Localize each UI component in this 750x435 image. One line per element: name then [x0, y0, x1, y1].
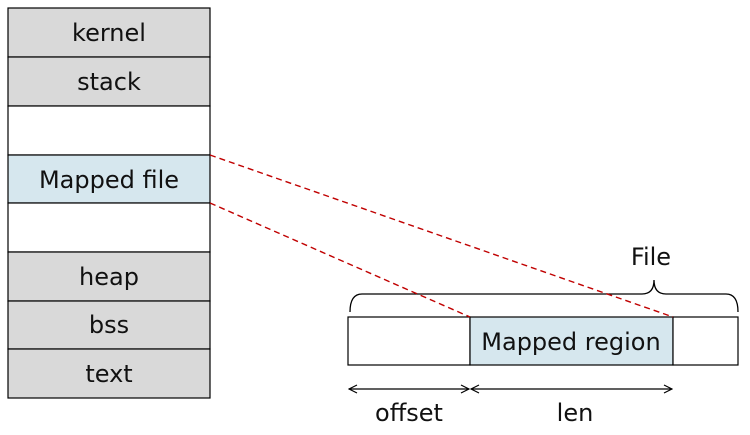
file-bar: Mapped region: [347, 316, 739, 366]
segment-label: kernel: [72, 19, 146, 47]
memory-layout: kernel stack Mapped file heap bss tex: [7, 7, 211, 399]
segment-label: stack: [77, 68, 141, 96]
file-region-mapped: Mapped region: [469, 316, 674, 366]
segment-mapped-file: Mapped file: [7, 154, 211, 204]
segment-stack: stack: [7, 56, 211, 107]
segment-heap: heap: [7, 251, 211, 302]
segment-bss: bss: [7, 300, 211, 350]
file-region-label: Mapped region: [481, 328, 660, 356]
offset-label: offset: [375, 399, 443, 427]
segment-label: heap: [79, 263, 139, 291]
file-region-tail: [672, 316, 739, 366]
segment-label: Mapped file: [39, 166, 179, 194]
segment-kernel: kernel: [7, 7, 211, 58]
segment-label: bss: [89, 311, 129, 339]
segment-text: text: [7, 348, 211, 399]
file-region-offset: [347, 316, 471, 366]
segment-label: text: [85, 360, 132, 388]
mapping-line-bottom: [209, 202, 471, 318]
file-label: File: [631, 243, 671, 271]
mapping-line-top: [209, 154, 674, 318]
len-label: len: [557, 399, 594, 427]
file-brace: [349, 279, 739, 313]
segment-empty-upper: [7, 105, 211, 156]
segment-empty-lower: [7, 202, 211, 253]
